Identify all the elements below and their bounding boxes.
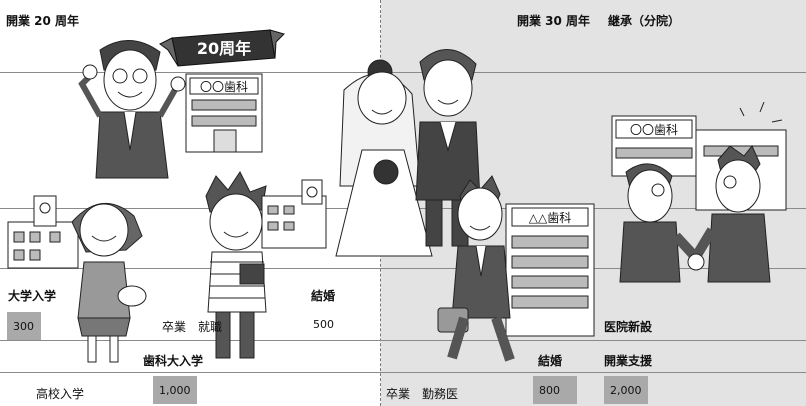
label-high-school-entry: 高校入学	[36, 387, 85, 401]
cheering-man	[78, 40, 186, 179]
anniversary-banner: 20周年	[159, 29, 285, 67]
amount-box-1000: 1,000	[153, 376, 197, 404]
label-marriage-left: 結婚	[311, 289, 336, 303]
amount-box-800: 800	[533, 376, 577, 404]
label-graduation-employed-dentist: 卒業 勤務医	[386, 387, 459, 401]
amount-value: 800	[539, 383, 560, 397]
amount-value: 300	[13, 319, 34, 333]
label-graduation-job: 卒業 就職	[162, 320, 223, 334]
rule-line	[0, 340, 806, 341]
clinic-sign-text: 〇〇歯科	[200, 80, 248, 94]
rule-line	[0, 372, 806, 373]
amount-box-300: 300	[7, 312, 41, 340]
anniversary-flag-text: 20周年	[197, 39, 251, 58]
amount-value-500: 500	[313, 318, 334, 331]
clinic-building-left: 〇〇歯科	[185, 73, 263, 153]
amount-value: 2,000	[610, 383, 642, 397]
label-university-entry: 大学入学	[8, 289, 57, 303]
amount-box-2000: 2,000	[604, 376, 648, 404]
girl-student	[71, 202, 147, 363]
rule-line	[0, 268, 806, 269]
clinic-sign-text: 〇〇歯科	[630, 123, 678, 137]
groom	[415, 49, 481, 247]
school-building-left	[7, 195, 79, 269]
school-building-middle	[261, 179, 327, 249]
walking-dentist	[437, 175, 515, 362]
label-new-clinic: 医院新設	[604, 320, 653, 334]
left-header-title: 開業 20 周年	[6, 14, 80, 28]
bride	[335, 59, 433, 257]
amount-value: 1,000	[159, 383, 191, 397]
rule-line	[0, 72, 806, 73]
handshake-left-man	[619, 163, 704, 283]
handshake-right-man	[687, 145, 771, 283]
clinic-sign-text: △△歯科	[529, 211, 571, 225]
label-opening-support: 開業支援	[604, 354, 653, 368]
label-marriage-right: 結婚	[538, 354, 563, 368]
label-dental-university-entry: 歯科大入学	[143, 354, 204, 368]
clinic-building-middle: △△歯科	[505, 203, 595, 337]
right-header-title: 開業 30 周年	[517, 14, 591, 28]
right-header-subtitle: 継承（分院）	[608, 14, 681, 28]
boy-student	[205, 171, 267, 359]
